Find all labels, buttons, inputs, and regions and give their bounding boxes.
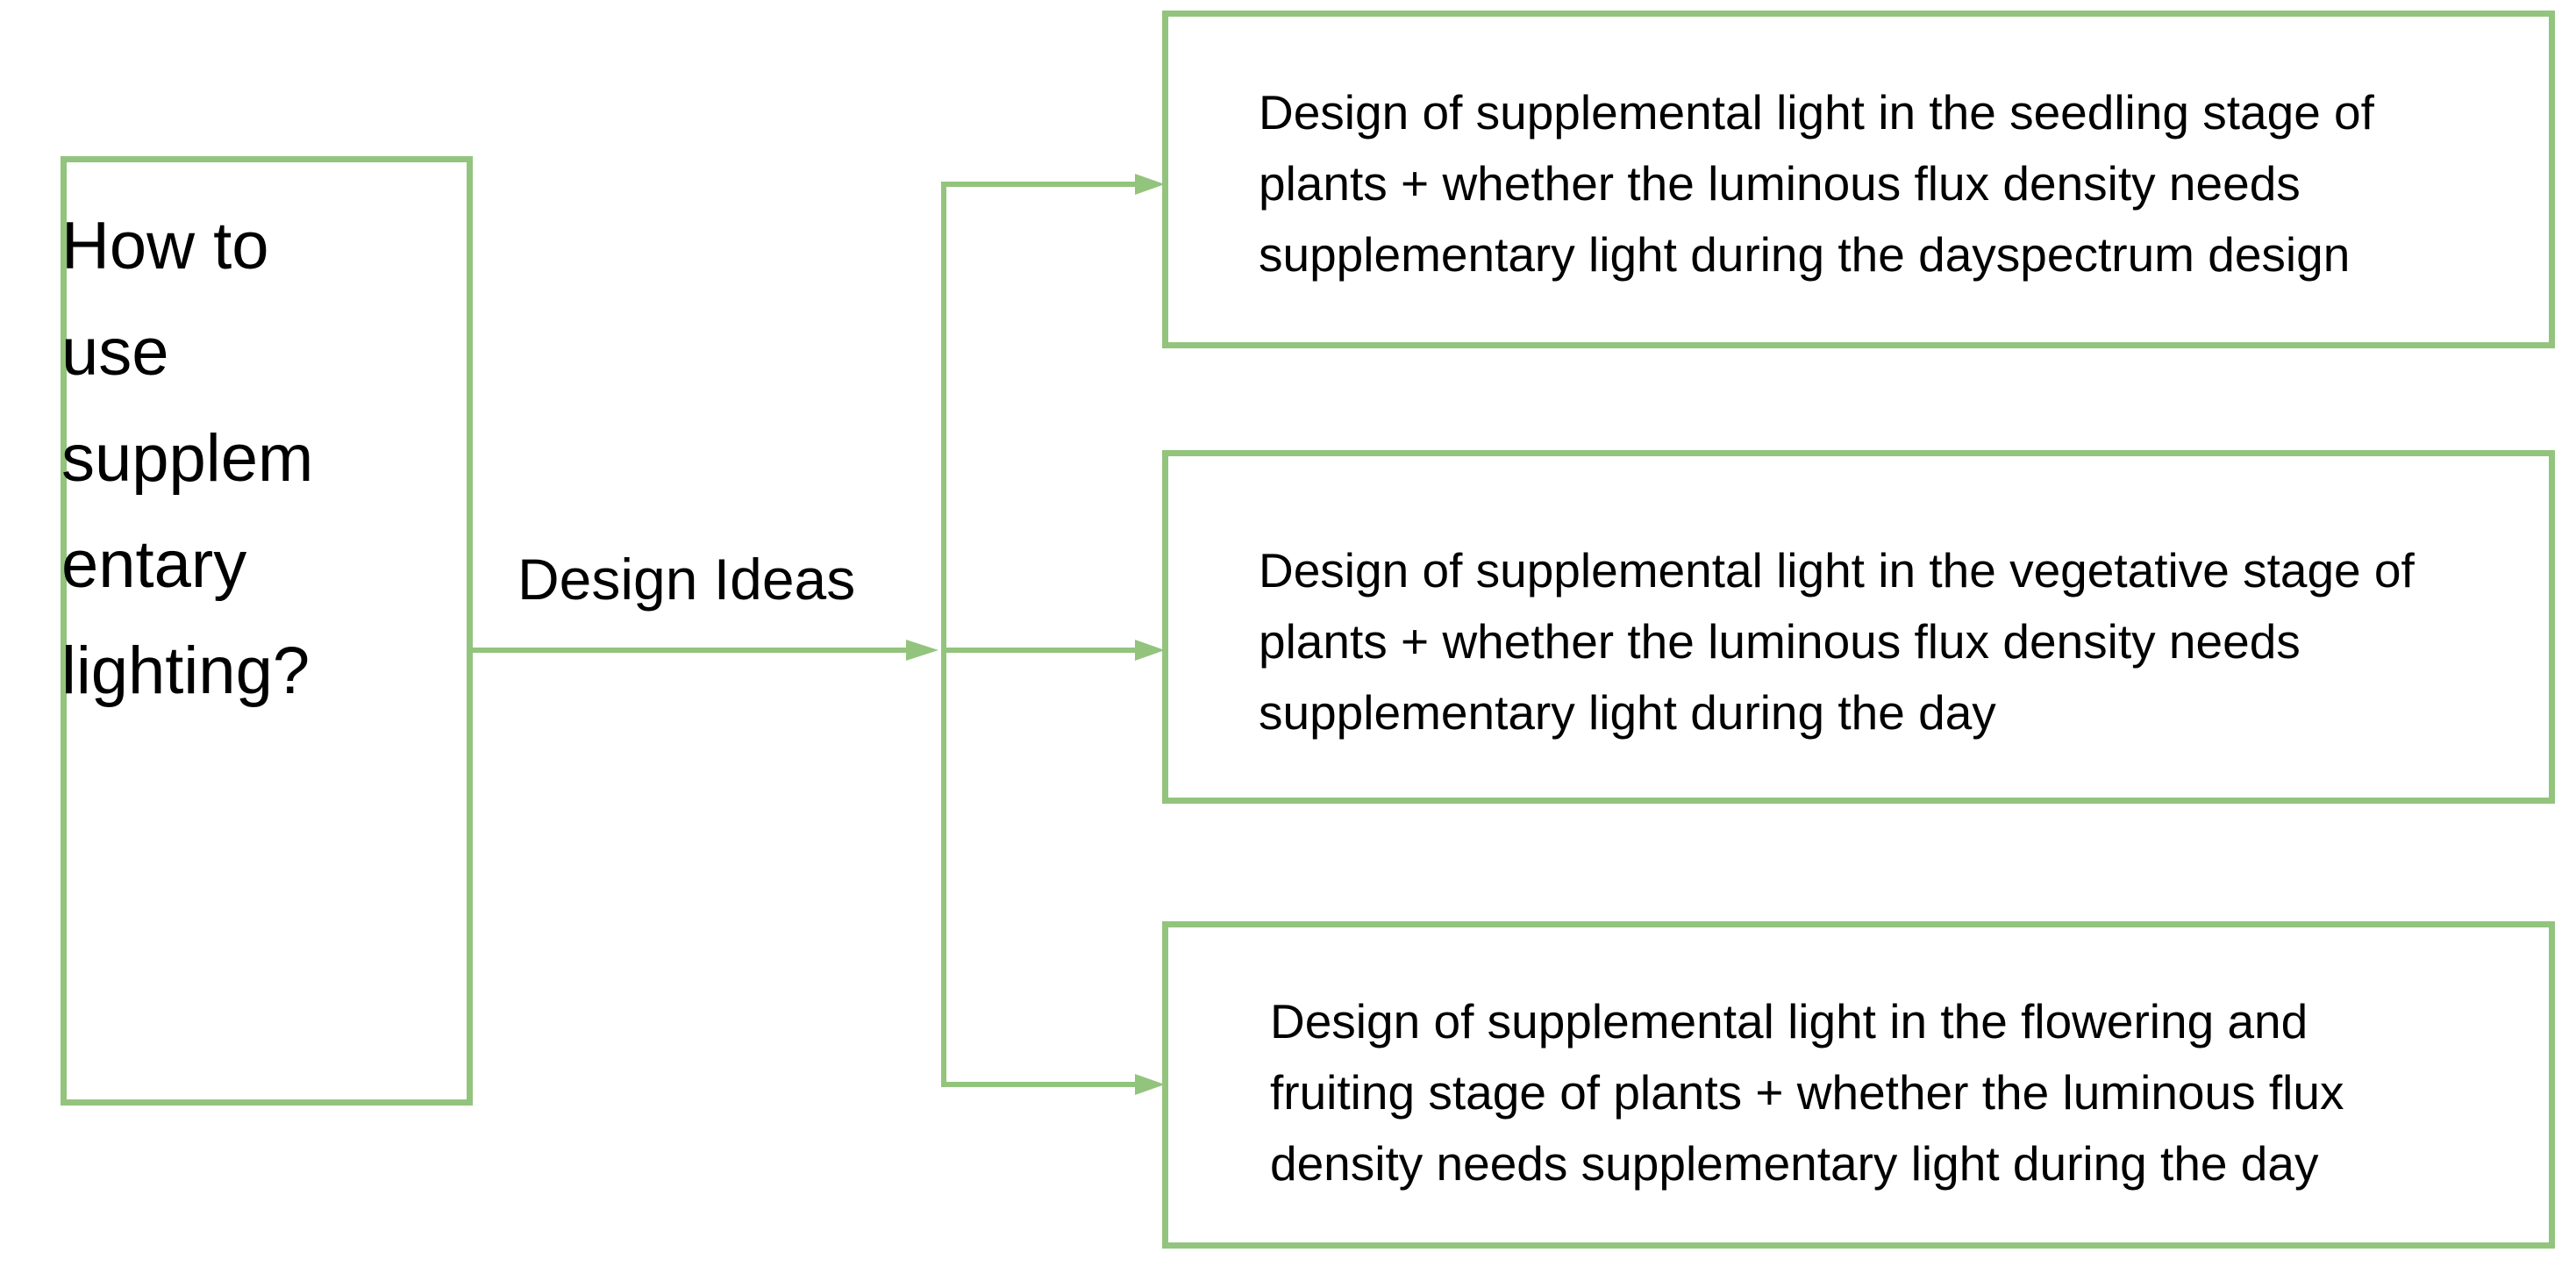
branch-arrowhead-3 bbox=[1135, 1074, 1165, 1095]
branch-arrowhead-1 bbox=[1135, 174, 1165, 195]
branch-box-seedling: Design of supplemental light in the seed… bbox=[1162, 11, 2555, 348]
branch-text-vegetative: Design of supplemental light in the vege… bbox=[1259, 543, 2415, 740]
branch-text-seedling: Design of supplemental light in the seed… bbox=[1259, 85, 2374, 282]
main-connector-arrowhead bbox=[906, 640, 938, 661]
question-box bbox=[61, 156, 473, 1106]
question-text: How to use supplem entary lighting? bbox=[61, 209, 314, 708]
connector-label: Design Ideas bbox=[517, 547, 856, 612]
branch-box-flowering: Design of supplemental light in the flow… bbox=[1162, 921, 2555, 1249]
branch-arrowhead-2 bbox=[1135, 640, 1165, 661]
branch-text-flowering: Design of supplemental light in the flow… bbox=[1270, 994, 2344, 1191]
branch-box-vegetative: Design of supplemental light in the vege… bbox=[1162, 450, 2555, 804]
